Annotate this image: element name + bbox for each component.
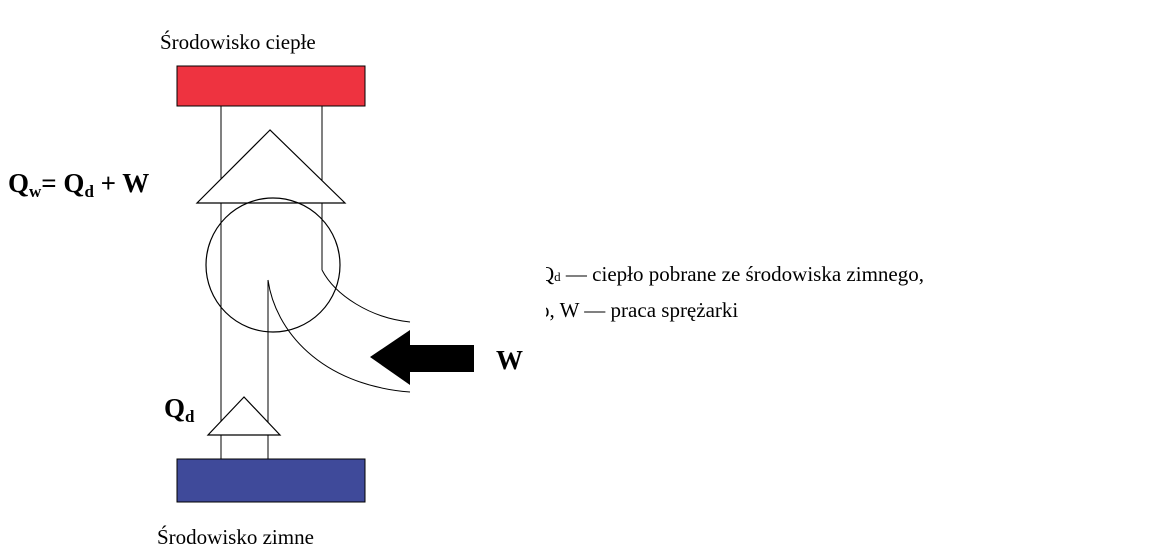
description-q-symbol: Q <box>546 262 555 286</box>
description-line-1: Qd — ciepło pobrane ze środowiska zimneg… <box>546 262 924 287</box>
description-line-1-text: — ciepło pobrane ze środowiska zimnego, <box>560 262 924 286</box>
qw-subscript: w <box>29 182 42 201</box>
qd-label: Qd <box>164 393 194 427</box>
hot-environment-label: Środowisko ciepłe <box>160 30 316 54</box>
compressor-circle <box>205 197 341 333</box>
description-q-subscript: d <box>554 269 561 284</box>
qw-equals-qd: = Q <box>41 168 85 198</box>
work-label: W <box>496 345 523 375</box>
qd-subscript: d <box>185 407 195 426</box>
cold-environment-block <box>176 458 366 503</box>
work-arrow <box>370 330 474 385</box>
description-line-2: o, W — praca sprężarki <box>546 298 739 322</box>
work-input-band-outer <box>267 279 411 393</box>
description-text: Qd — ciepło pobrane ze środowiska zimneg… <box>546 255 1086 335</box>
hot-environment-block <box>176 65 366 107</box>
work-input-band-inner <box>321 269 411 323</box>
qw-eq-subscript: d <box>84 182 94 201</box>
qw-plus-w: + W <box>93 168 150 198</box>
qd-arrow-head <box>206 396 282 436</box>
qw-symbol: Q <box>8 168 30 198</box>
qd-symbol: Q <box>164 393 186 423</box>
qw-equation: Qw= Qd + W <box>8 168 149 202</box>
cold-environment-label: Środowisko zimne <box>157 525 314 549</box>
qw-arrow-head <box>195 129 347 204</box>
